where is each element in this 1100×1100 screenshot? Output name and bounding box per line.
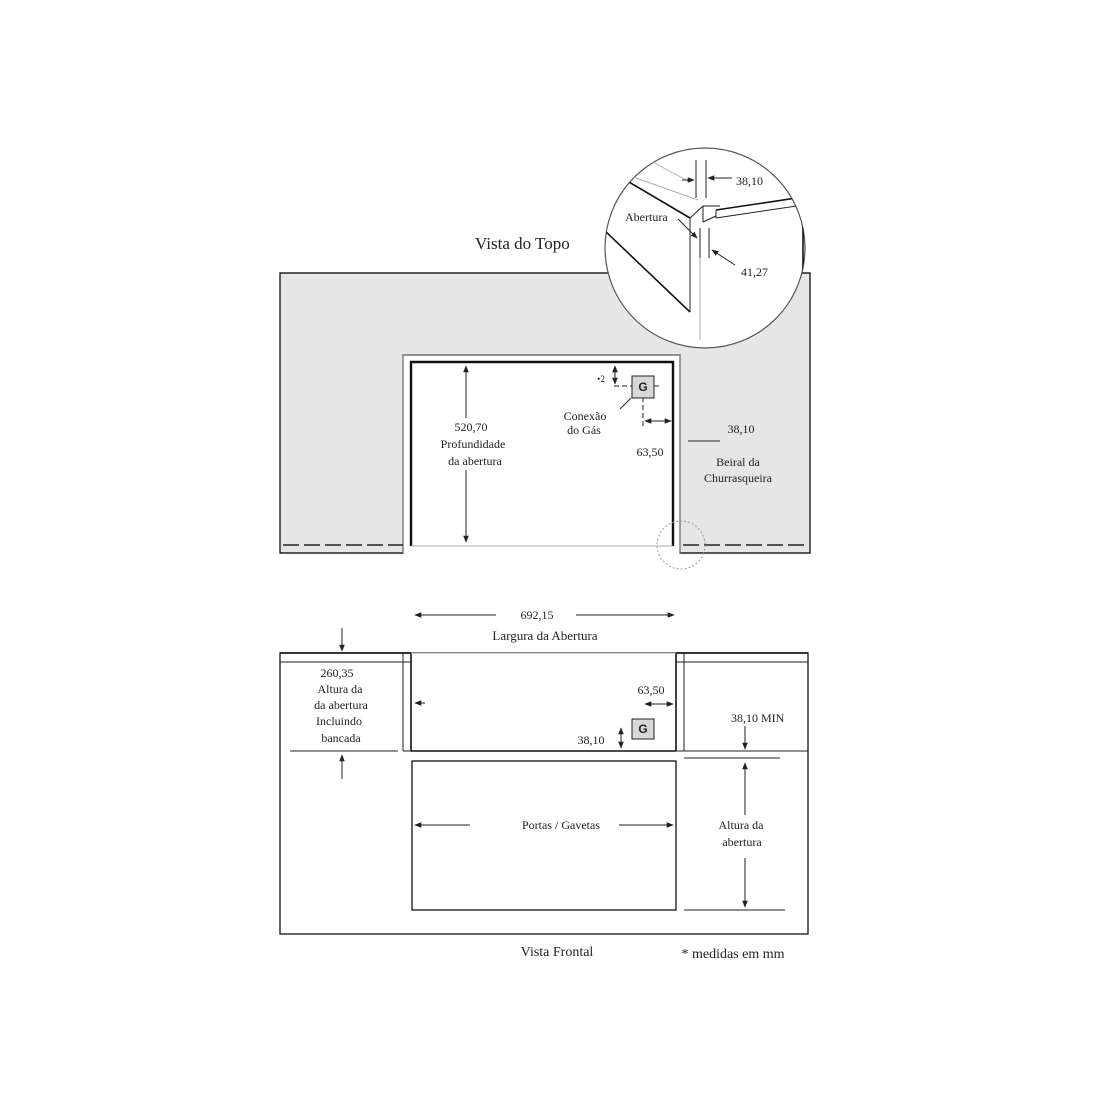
min-value: 38,10 MIN [731,711,785,725]
opening-label: Abertura [625,210,668,224]
depth-label-bg [430,418,520,470]
doors-panel [411,760,677,911]
height-label-4: bancada [321,731,361,745]
depth-value: 520,70 [455,420,488,434]
gas-label-1: Conexão [564,409,607,423]
dim-a-value: 38,10 [736,174,763,188]
height-label-2: da abertura [314,698,368,712]
doors-label: Portas / Gavetas [522,818,600,832]
gas-symbol-front: G [638,722,647,736]
gas-box-top [631,375,655,399]
height-label-3: Incluindo [316,714,362,728]
height-value: 260,35 [321,666,354,680]
open-height-label-bg [705,815,783,855]
grill-top-inner [715,203,805,219]
front-view-title: Vista Frontal [521,945,594,960]
width-value: 692,15 [521,608,554,622]
depth-label-1: Profundidade [441,437,506,451]
opening-leader [677,218,698,239]
lip-label-2: Churrasqueira [704,471,773,485]
dim-b-value: 41,27 [741,265,768,279]
open-height-label-2: abertura [722,835,762,849]
opening-outline [402,354,681,553]
lip-label-1: Beiral da [716,455,760,469]
gas-bottom-value: 38,10 [578,733,605,747]
slab-front-edge [605,229,691,313]
depth-label-2: da abertura [448,454,502,468]
top-view-title: Vista do Topo [475,234,570,253]
dim-b-arrow [711,249,736,266]
front-view: 692,15 Largura da Abertura 260,35 Altura… [279,608,809,962]
lip-value: 38,10 [728,422,755,436]
detail-reference-circle [656,520,706,570]
gas-symbol-top: G [638,380,647,394]
gas-side-front-value: 63,50 [638,683,665,697]
gas-box-front [631,718,655,740]
units-note: * medidas em mm [681,947,784,962]
gas-offset-small: •2 [597,374,605,384]
step-1 [689,205,704,219]
width-label: Largura da Abertura [492,628,597,643]
height-label-1: Altura da [318,682,364,696]
opening-inner-edge [409,360,675,546]
step-3 [702,215,717,223]
gas-side-value: 63,50 [637,445,664,459]
open-height-label-1: Altura da [719,818,765,832]
gas-leader [619,397,632,410]
gas-label-2: do Gás [567,423,601,437]
